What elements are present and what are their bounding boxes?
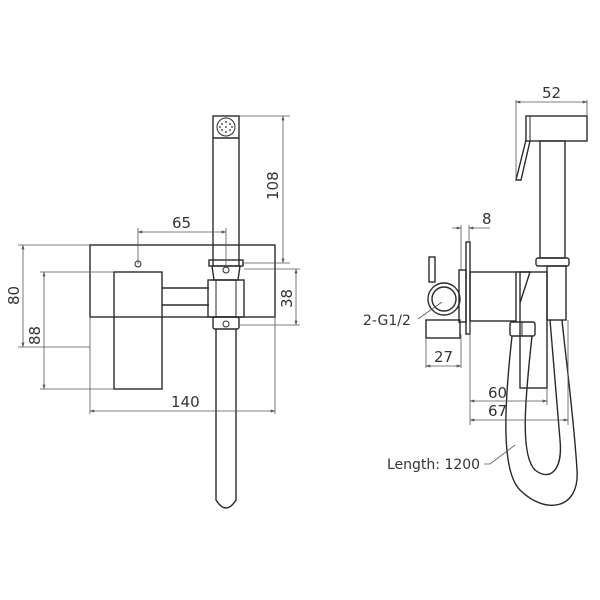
dim-108: 108 (264, 171, 282, 200)
dim-38: 38 (278, 289, 296, 308)
dim-inlet-thread: 2-G1/2 (363, 313, 411, 329)
spray-nozzle-icon (216, 117, 236, 137)
dim-65: 65 (172, 214, 191, 232)
dim-80: 80 (5, 286, 23, 305)
dim-hose-length: Length: 1200 (387, 457, 480, 473)
dim-60: 60 (488, 384, 507, 402)
hex-body (207, 279, 245, 318)
dim-140: 140 (171, 393, 200, 411)
dim-8: 8 (482, 210, 492, 228)
dim-88: 88 (26, 326, 44, 345)
front-view: 108 65 80 88 38 140 (5, 115, 300, 509)
dim-52: 52 (542, 84, 561, 102)
side-spray-head (515, 115, 588, 259)
side-view: 52 8 2-G1/2 27 60 67 Length: 1200 (363, 84, 588, 506)
handle-block (113, 271, 163, 390)
hose (215, 329, 237, 509)
wall-plate (89, 244, 276, 318)
dim-27: 27 (434, 348, 453, 366)
side-hose (505, 319, 578, 506)
dim-67: 67 (488, 402, 507, 420)
valve-body (469, 271, 517, 322)
inlet-circle (427, 282, 461, 316)
